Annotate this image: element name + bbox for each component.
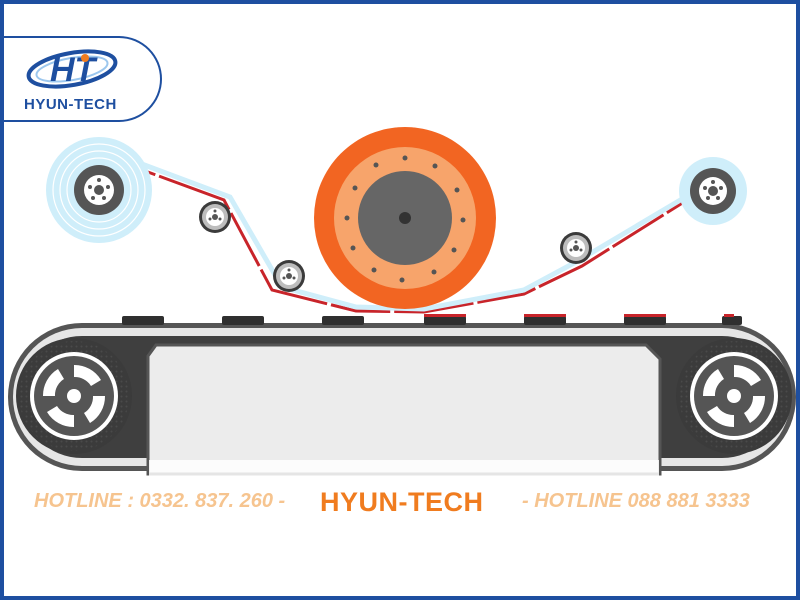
logo-letters: HT	[50, 51, 99, 89]
guide-roller	[560, 232, 592, 264]
tape-path	[98, 145, 706, 314]
applied-tape-segment	[624, 314, 666, 317]
left-pulley	[16, 338, 132, 454]
right-pulley	[676, 338, 792, 454]
take-up-roll	[679, 157, 747, 225]
belt-cleat	[424, 316, 466, 325]
plate-fade	[149, 460, 659, 482]
tape-liner	[98, 152, 701, 314]
hotline-left-text: HOTLINE : 0332. 837. 260 -	[34, 490, 286, 512]
hotline-right-text: - HOTLINE 088 881 3333	[522, 490, 750, 512]
conveyor-belt	[8, 314, 796, 482]
supply-tape-roll	[46, 137, 152, 243]
applied-tape-segment	[524, 314, 566, 317]
belt-cleat	[524, 316, 566, 325]
applied-tape-segment	[724, 314, 734, 317]
belt-cleat	[322, 316, 364, 325]
logo-mark-icon: HT	[26, 49, 118, 89]
belt-cleat	[222, 316, 264, 325]
tape-film	[98, 145, 706, 312]
guide-roller	[273, 260, 305, 292]
belt-cleat	[624, 316, 666, 325]
guide-roller	[199, 201, 231, 233]
conveyor-plate	[146, 343, 662, 476]
applied-tape-segment	[424, 314, 466, 317]
brand-name-center: HYUN-TECH	[320, 487, 484, 517]
hotline-footer: HOTLINE : 0332. 837. 260 - HYUN-TECH - H…	[4, 487, 796, 526]
pressure-drum	[314, 127, 496, 309]
brand-logo: HT HYUN-TECH	[4, 36, 162, 122]
taping-machine-diagram	[8, 127, 796, 482]
belt-cleat	[122, 316, 164, 325]
logo-wordmark: HYUN-TECH	[24, 96, 117, 113]
belt-cleat	[722, 316, 742, 325]
